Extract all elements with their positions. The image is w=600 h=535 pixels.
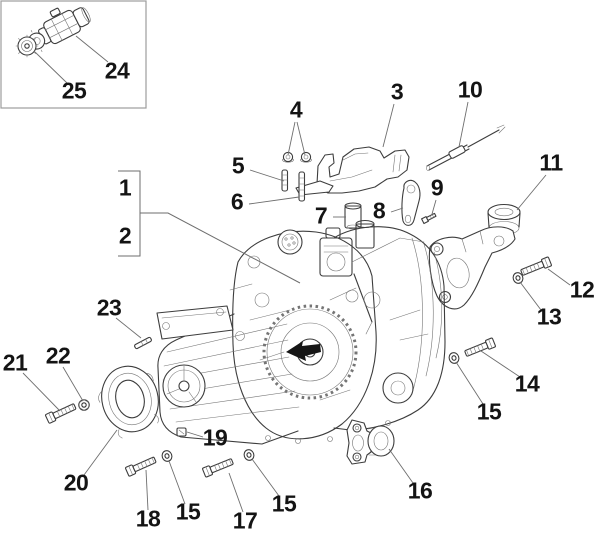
callout-23-24: 23 — [96, 294, 122, 321]
callout-5-4: 5 — [231, 152, 245, 179]
callout-18-19: 18 — [135, 505, 161, 532]
part-12-bolt — [520, 256, 552, 276]
callout-20-21: 20 — [63, 469, 89, 496]
callout-22-23: 22 — [45, 342, 71, 369]
callout-19-20: 19 — [202, 424, 228, 451]
part-11-bracket — [428, 203, 521, 310]
part-10-pipe — [426, 124, 506, 171]
callout-11-10: 11 — [539, 149, 563, 176]
leader-12-11 — [547, 268, 571, 286]
callout-1-0: 1 — [118, 174, 132, 201]
part-20-flange — [98, 365, 159, 439]
part-3-bracket — [295, 146, 410, 196]
callout-12-11: 12 — [569, 276, 595, 303]
leader-14-13 — [480, 350, 521, 378]
leader-22-23 — [62, 366, 84, 402]
leader-6-5 — [248, 196, 300, 205]
group-bracket-1-2 — [118, 170, 301, 284]
callout-21-22: 21 — [2, 349, 28, 376]
callout-2-1: 2 — [118, 222, 132, 249]
callout-13-12: 13 — [536, 303, 562, 330]
callout-17-16: 17 — [232, 507, 258, 534]
leader-4-3 — [287, 121, 296, 156]
part-8-lever — [401, 179, 421, 226]
leader-8-7 — [390, 207, 404, 213]
inset-box-border — [0, 0, 147, 109]
part-18-bolt — [125, 456, 157, 477]
callout-4-3: 4 — [289, 96, 303, 123]
leader-23-24 — [115, 317, 142, 339]
callout-14-13: 14 — [514, 370, 540, 397]
leader-10-9 — [458, 101, 469, 148]
leader-15-17 — [251, 458, 280, 497]
leader-24-25 — [75, 35, 109, 63]
leader-11-10 — [516, 174, 547, 211]
part-7-spacer — [344, 202, 362, 230]
leader-20-21 — [83, 429, 118, 476]
callout-15-14: 15 — [476, 398, 502, 425]
leader-17-16 — [228, 472, 244, 513]
gearbox-body — [156, 219, 446, 445]
callout-15-18: 15 — [175, 498, 201, 525]
part-21-bolt — [45, 403, 77, 424]
part-6-stud — [298, 171, 306, 202]
leader-21-22 — [22, 372, 61, 412]
callout-8-7: 8 — [372, 197, 386, 224]
callout-24-25: 24 — [104, 57, 130, 84]
part-9-screw — [421, 212, 437, 225]
leader-4-3 — [296, 121, 306, 156]
callout-15-17: 15 — [271, 490, 297, 517]
direction-arrow — [286, 341, 321, 361]
part-22-nut — [78, 399, 90, 411]
part-15-washer — [161, 450, 173, 462]
leader-15-14 — [455, 361, 484, 405]
leader-15-18 — [168, 460, 186, 505]
part-15-washer — [448, 352, 460, 364]
part-23-pin — [134, 336, 152, 350]
leader-3-2 — [382, 103, 395, 148]
part-14-bolt — [464, 337, 496, 357]
leader-5-4 — [249, 169, 285, 182]
part-13-washer — [512, 272, 524, 284]
part-17-bolt — [202, 458, 234, 478]
part-24-assembly — [26, 7, 91, 53]
callout-10-9: 10 — [457, 76, 483, 103]
callout-9-8: 9 — [430, 174, 444, 201]
part-19-plug — [176, 427, 187, 437]
callout-6-5: 6 — [230, 188, 244, 215]
leader-19-20 — [186, 431, 204, 438]
part-25-washer — [15, 34, 39, 58]
leader-25-26 — [34, 51, 68, 84]
leader-13-12 — [519, 281, 542, 311]
callout-3-2: 3 — [390, 78, 404, 105]
leader-16-15 — [388, 448, 414, 484]
leader-18-19 — [145, 469, 149, 511]
leader-lines — [22, 35, 571, 513]
leader-9-8 — [431, 199, 437, 215]
part-4-nuts — [282, 151, 312, 163]
callout-25-26: 25 — [61, 77, 87, 104]
callout-7-6: 7 — [314, 202, 328, 229]
callout-16-15: 16 — [407, 477, 433, 504]
part-16-mount — [346, 419, 395, 465]
part-15-washer — [243, 449, 255, 461]
